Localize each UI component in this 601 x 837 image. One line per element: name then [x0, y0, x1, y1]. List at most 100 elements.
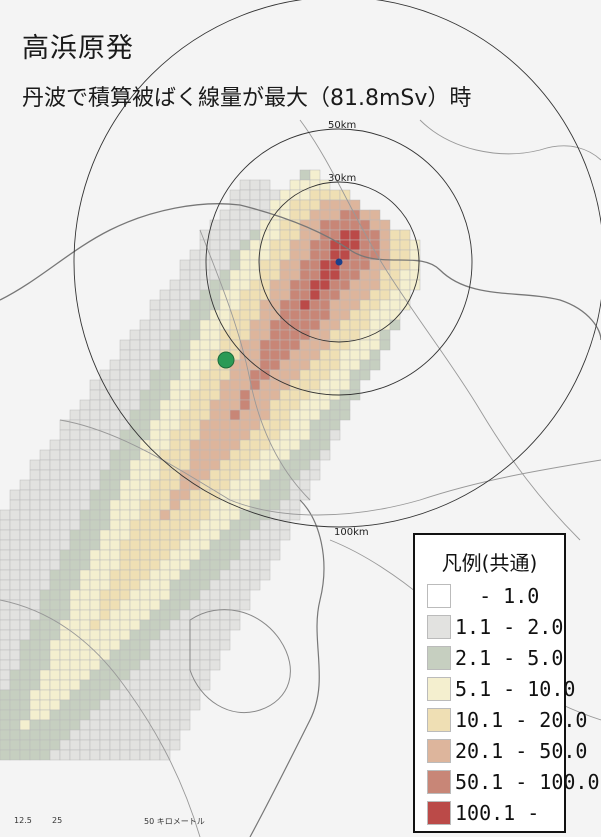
grid-cell — [79, 629, 91, 641]
grid-cell — [159, 489, 171, 501]
grid-cell — [129, 449, 141, 461]
grid-cell — [169, 659, 181, 671]
grid-cell — [9, 749, 21, 761]
grid-cell — [229, 439, 241, 451]
grid-cell — [79, 509, 91, 521]
grid-cell — [69, 549, 81, 561]
grid-cell — [349, 279, 361, 291]
grid-cell — [259, 399, 271, 411]
grid-cell — [229, 449, 241, 461]
grid-cell — [299, 199, 311, 211]
grid-cell — [89, 699, 101, 711]
grid-cell — [359, 269, 371, 281]
grid-cell — [289, 439, 301, 451]
grid-cell — [269, 499, 281, 511]
grid-cell — [69, 569, 81, 581]
grid-cell — [119, 399, 131, 411]
boundary-lines — [0, 119, 601, 837]
grid-cell — [189, 309, 201, 321]
grid-cell — [0, 749, 11, 761]
grid-cell — [169, 529, 181, 541]
grid-cell — [109, 679, 121, 691]
grid-cell — [239, 179, 251, 191]
grid-cell — [309, 409, 321, 421]
grid-cell — [269, 459, 281, 471]
grid-cell — [119, 739, 131, 751]
grid-cell — [159, 699, 171, 711]
grid-cell — [239, 489, 251, 501]
grid-cell — [299, 279, 311, 291]
grid-cell — [219, 539, 231, 551]
grid-cell — [309, 319, 321, 331]
grid-cell — [169, 359, 181, 371]
grid-cell — [309, 469, 321, 481]
grid-cell — [209, 379, 221, 391]
grid-cell — [179, 349, 191, 361]
grid-cell — [99, 379, 111, 391]
grid-cell — [109, 739, 121, 751]
grid-cell — [189, 299, 201, 311]
grid-cell — [49, 699, 61, 711]
grid-cell — [89, 719, 101, 731]
grid-cell — [19, 719, 31, 731]
grid-cell — [119, 569, 131, 581]
grid-cell — [109, 709, 121, 721]
max-dose-point-marker — [217, 351, 235, 369]
grid-cell — [79, 549, 91, 561]
legend-item: 10.1 - 20.0 — [427, 707, 587, 733]
grid-cell — [159, 289, 171, 301]
grid-cell — [269, 239, 281, 251]
grid-cell — [249, 579, 261, 591]
grid-cell — [0, 739, 11, 751]
grid-cell — [289, 349, 301, 361]
grid-cell — [159, 479, 171, 491]
grid-cell — [89, 459, 101, 471]
grid-cell — [109, 599, 121, 611]
grid-cell — [289, 269, 301, 281]
grid-cell — [59, 679, 71, 691]
grid-cell — [159, 629, 171, 641]
grid-cell — [29, 649, 41, 661]
grid-cell — [389, 229, 401, 241]
grid-cell — [349, 359, 361, 371]
legend-swatch — [427, 770, 451, 794]
grid-cell — [9, 509, 21, 521]
grid-cell — [209, 439, 221, 451]
grid-cell — [29, 569, 41, 581]
grid-cell — [169, 309, 181, 321]
grid-cell — [249, 299, 261, 311]
grid-cell — [329, 219, 341, 231]
grid-cell — [169, 319, 181, 331]
grid-cell — [49, 459, 61, 471]
grid-cell — [119, 389, 131, 401]
grid-cell — [209, 639, 221, 651]
grid-cell — [169, 389, 181, 401]
grid-cell — [69, 719, 81, 731]
grid-cell — [349, 239, 361, 251]
grid-cell — [89, 579, 101, 591]
grid-cell — [269, 249, 281, 261]
grid-cell — [239, 569, 251, 581]
grid-cell — [339, 289, 351, 301]
grid-cell — [199, 539, 211, 551]
grid-cell — [229, 239, 241, 251]
grid-cell — [259, 259, 271, 271]
grid-cell — [29, 689, 41, 701]
grid-cell — [9, 659, 21, 671]
grid-cell — [0, 519, 11, 531]
grid-cell — [249, 349, 261, 361]
grid-cell — [69, 429, 81, 441]
grid-cell — [139, 609, 151, 621]
grid-cell — [289, 229, 301, 241]
grid-cell — [249, 219, 261, 231]
grid-cell — [369, 209, 381, 221]
grid-cell — [259, 479, 271, 491]
grid-cell — [199, 289, 211, 301]
grid-cell — [9, 699, 21, 711]
grid-cell — [329, 269, 341, 281]
grid-cell — [249, 269, 261, 281]
grid-cell — [109, 699, 121, 711]
grid-cell — [139, 669, 151, 681]
grid-cell — [189, 479, 201, 491]
grid-cell — [0, 699, 11, 711]
